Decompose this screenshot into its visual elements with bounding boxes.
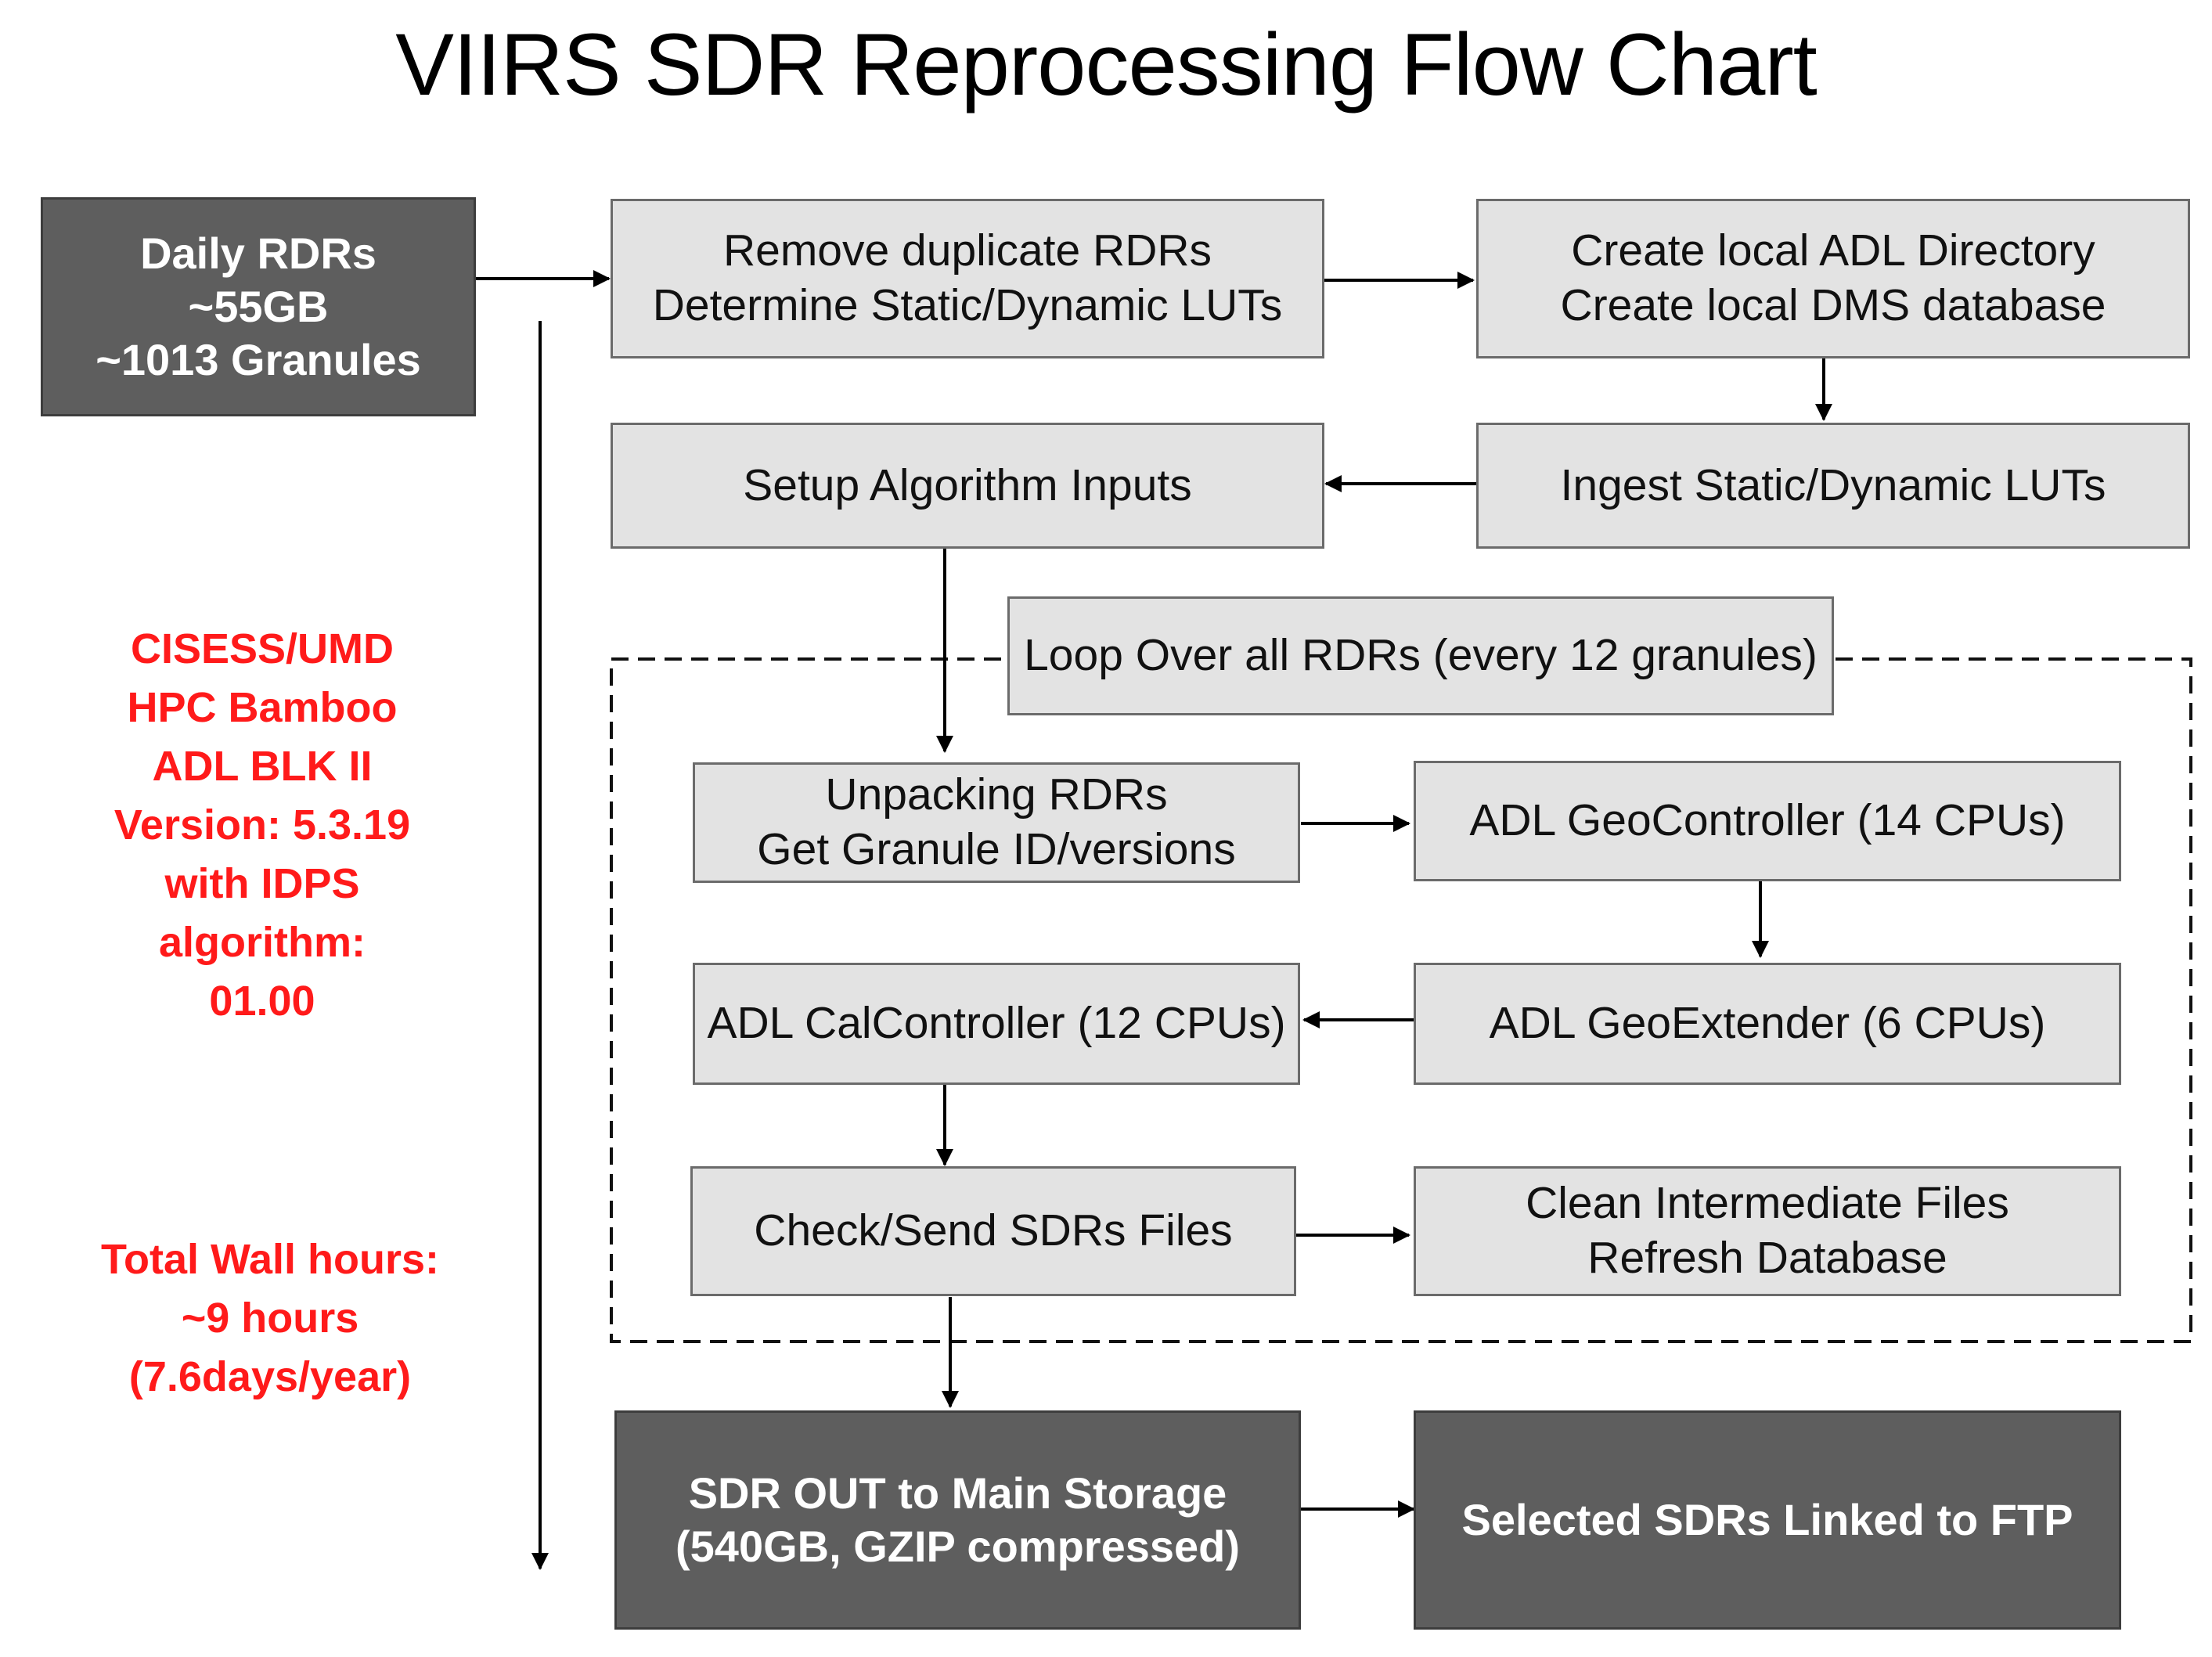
system-info-line3: ADL BLK II <box>152 743 373 790</box>
geocontroller-label: ADL GeoController (14 CPUs) <box>1469 795 2066 846</box>
system-info-note: CISESS/UMD HPC Bamboo ADL BLK II Version… <box>47 620 477 1031</box>
wall-hours-line2: ~9 hours <box>181 1295 359 1342</box>
loop-region <box>610 657 2192 1343</box>
ingest-luts-label: Ingest Static/Dynamic LUTs <box>1560 459 2106 510</box>
clean-line2: Refresh Database <box>1587 1233 1947 1283</box>
geoextender-box: ADL GeoExtender (6 CPUs) <box>1414 963 2121 1085</box>
ftp-label: Selected SDRs Linked to FTP <box>1461 1494 2073 1544</box>
geocontroller-box: ADL GeoController (14 CPUs) <box>1414 761 2121 881</box>
create-local-box: Create local ADL Directory Create local … <box>1476 199 2190 358</box>
remove-duplicates-line1: Remove duplicate RDRs <box>722 225 1212 276</box>
calcontroller-box: ADL CalController (12 CPUs) <box>693 963 1300 1085</box>
system-info-line5: with IDPS <box>164 860 360 907</box>
setup-inputs-box: Setup Algorithm Inputs <box>611 423 1324 549</box>
calcontroller-label: ADL CalController (12 CPUs) <box>707 998 1286 1049</box>
system-info-line1: CISESS/UMD <box>130 625 394 672</box>
unpacking-box: Unpacking RDRs Get Granule ID/versions <box>693 762 1300 883</box>
unpacking-line2: Get Granule ID/versions <box>757 824 1236 874</box>
ingest-luts-box: Ingest Static/Dynamic LUTs <box>1476 423 2190 549</box>
setup-inputs-label: Setup Algorithm Inputs <box>743 459 1192 510</box>
diagram-title: VIIRS SDR Reprocessing Flow Chart <box>395 16 1818 113</box>
unpacking-line1: Unpacking RDRs <box>825 769 1168 820</box>
check-send-box: Check/Send SDRs Files <box>690 1166 1296 1296</box>
daily-rdrs-size: ~55GB <box>188 281 329 331</box>
sdr-out-box: SDR OUT to Main Storage (540GB, GZIP com… <box>614 1410 1301 1630</box>
system-info-line2: HPC Bamboo <box>127 684 398 731</box>
create-local-line2: Create local DMS database <box>1560 280 2106 330</box>
sdr-out-line2: (540GB, GZIP compressed) <box>675 1522 1240 1571</box>
loop-box: Loop Over all RDRs (every 12 granules) <box>1007 596 1834 715</box>
system-info-line6: algorithm: <box>159 919 366 966</box>
check-send-label: Check/Send SDRs Files <box>754 1205 1233 1256</box>
clean-line1: Clean Intermediate Files <box>1526 1178 2009 1229</box>
wall-hours-line3: (7.6days/year) <box>128 1353 412 1400</box>
system-info-line7: 01.00 <box>209 978 315 1025</box>
daily-rdrs-box: Daily RDRs ~55GB ~1013 Granules <box>41 197 476 416</box>
sdr-out-line1: SDR OUT to Main Storage <box>688 1468 1227 1518</box>
wall-hours-line1: Total Wall hours: <box>101 1236 439 1283</box>
daily-rdrs-label: Daily RDRs <box>140 228 376 278</box>
geoextender-label: ADL GeoExtender (6 CPUs) <box>1489 998 2046 1049</box>
system-info-line4: Version: 5.3.19 <box>113 801 411 848</box>
ftp-box: Selected SDRs Linked to FTP <box>1414 1410 2121 1630</box>
clean-box: Clean Intermediate Files Refresh Databas… <box>1414 1166 2121 1296</box>
remove-duplicates-line2: Determine Static/Dynamic LUTs <box>652 280 1283 330</box>
daily-rdrs-granules: ~1013 Granules <box>95 335 421 385</box>
remove-duplicates-box: Remove duplicate RDRs Determine Static/D… <box>611 199 1324 358</box>
wall-hours-note: Total Wall hours: ~9 hours (7.6days/year… <box>47 1230 493 1407</box>
loop-label: Loop Over all RDRs (every 12 granules) <box>1024 630 1818 681</box>
create-local-line1: Create local ADL Directory <box>1571 225 2095 276</box>
